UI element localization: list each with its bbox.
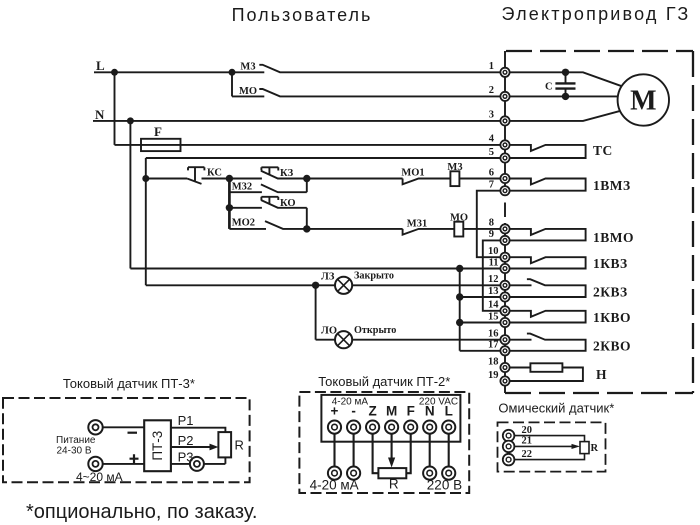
svg-text:МО1: МО1 — [401, 168, 424, 179]
svg-text:8: 8 — [489, 218, 494, 229]
svg-text:1ВМЗ: 1ВМЗ — [593, 178, 631, 193]
svg-text:5: 5 — [489, 147, 494, 158]
svg-text:3: 3 — [489, 110, 494, 121]
svg-text:М3: М3 — [447, 162, 462, 173]
svg-text:2: 2 — [489, 85, 494, 96]
svg-text:F: F — [154, 124, 162, 139]
svg-text:220 VAC: 220 VAC — [419, 397, 458, 408]
svg-text:М: М — [630, 86, 656, 117]
svg-text:4-20 мА: 4-20 мА — [310, 478, 359, 493]
svg-text:Z: Z — [368, 404, 376, 419]
svg-text:Питание: Питание — [56, 435, 96, 446]
svg-text:+: + — [331, 404, 339, 419]
svg-text:9: 9 — [489, 229, 494, 240]
svg-text:6: 6 — [489, 167, 494, 178]
svg-text:*опционально, по заказу.: *опционально, по заказу. — [26, 501, 257, 523]
svg-text:ПТ-3: ПТ-3 — [150, 431, 165, 461]
svg-text:ЛО: ЛО — [321, 326, 337, 337]
svg-text:КЗ: КЗ — [280, 168, 294, 179]
svg-text:1ВМО: 1ВМО — [593, 230, 634, 245]
svg-text:C: C — [545, 82, 553, 93]
svg-text:МО: МО — [450, 213, 468, 224]
svg-text:19: 19 — [488, 370, 499, 381]
svg-text:Токовый датчик ПТ-2*: Токовый датчик ПТ-2* — [318, 374, 450, 389]
svg-text:Омический датчик*: Омический датчик* — [498, 401, 614, 416]
svg-text:P2: P2 — [178, 433, 194, 448]
svg-text:М32: М32 — [232, 182, 252, 193]
svg-text:P1: P1 — [178, 413, 194, 428]
svg-text:P3: P3 — [178, 450, 194, 465]
svg-text:7: 7 — [489, 180, 494, 191]
svg-text:1КВЗ: 1КВЗ — [593, 256, 628, 271]
svg-text:КС: КС — [207, 168, 222, 179]
svg-text:ТС: ТС — [593, 143, 613, 158]
svg-text:L: L — [96, 58, 105, 73]
svg-text:1КВО: 1КВО — [593, 310, 631, 325]
svg-text:M: M — [386, 404, 397, 419]
svg-text:R: R — [389, 477, 399, 492]
svg-text:Закрыто: Закрыто — [354, 270, 394, 281]
svg-text:16: 16 — [488, 329, 499, 340]
svg-text:15: 15 — [488, 311, 499, 322]
svg-text:R: R — [235, 438, 244, 453]
svg-text:М3: М3 — [240, 62, 255, 73]
svg-text:2КВЗ: 2КВЗ — [593, 285, 628, 300]
svg-text:4-20 мА: 4-20 мА — [332, 397, 369, 408]
svg-text:10: 10 — [488, 246, 499, 257]
svg-text:20: 20 — [522, 425, 533, 436]
svg-text:1: 1 — [489, 61, 494, 72]
svg-text:14: 14 — [488, 300, 499, 311]
svg-text:13: 13 — [488, 286, 499, 297]
svg-text:2КВО: 2КВО — [593, 339, 631, 354]
svg-text:22: 22 — [522, 449, 533, 460]
svg-text:Электропривод ГЗ: Электропривод ГЗ — [502, 4, 691, 24]
svg-text:ЛЗ: ЛЗ — [321, 272, 335, 283]
svg-text:R: R — [591, 443, 599, 454]
svg-text:17: 17 — [488, 340, 499, 351]
svg-text:Н: Н — [596, 367, 607, 382]
svg-text:МО2: МО2 — [232, 217, 255, 228]
svg-text:Открыто: Открыто — [354, 325, 396, 336]
svg-text:L: L — [445, 404, 453, 419]
svg-text:МО: МО — [239, 86, 257, 97]
svg-text:Токовый датчик ПТ-3*: Токовый датчик ПТ-3* — [63, 376, 195, 391]
svg-text:220 В: 220 В — [427, 478, 462, 493]
svg-text:М31: М31 — [407, 218, 427, 229]
svg-text:N: N — [425, 404, 435, 419]
svg-text:21: 21 — [522, 436, 533, 447]
svg-text:4~20 мА: 4~20 мА — [76, 470, 123, 484]
svg-text:24-30 В: 24-30 В — [57, 446, 92, 457]
svg-text:КО: КО — [280, 198, 296, 209]
svg-text:N: N — [95, 107, 105, 122]
svg-text:-: - — [351, 404, 356, 419]
svg-text:Пользователь: Пользователь — [232, 5, 373, 25]
svg-text:18: 18 — [488, 356, 499, 367]
svg-text:11: 11 — [489, 257, 499, 268]
svg-text:4: 4 — [489, 134, 495, 145]
svg-text:12: 12 — [488, 274, 499, 285]
svg-text:F: F — [407, 404, 415, 419]
